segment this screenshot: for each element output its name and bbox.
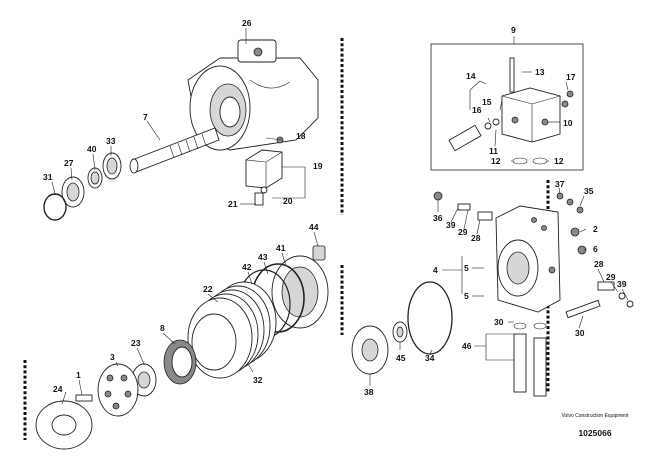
callout-11: 11 — [489, 146, 498, 156]
callout-32: 32 — [253, 375, 263, 385]
callout-45: 46 — [462, 341, 472, 351]
pin — [75, 394, 93, 402]
callout-39b: 39 — [617, 279, 627, 289]
valve-block — [245, 136, 284, 206]
callouts: 26 7 18 33 40 27 31 19 21 20 44 41 43 42… — [43, 18, 627, 397]
gear — [163, 339, 197, 385]
callout-40: 40 — [87, 144, 97, 154]
callout-28b: 28 — [594, 259, 604, 269]
o-ring — [407, 281, 453, 355]
port-plugs — [433, 191, 634, 319]
callout-23: 23 — [131, 338, 141, 348]
valve-plate — [351, 325, 389, 375]
callout-18: 18 — [296, 131, 306, 141]
callout-22: 22 — [203, 284, 213, 294]
callout-31: 31 — [43, 172, 53, 182]
control-valve — [448, 57, 574, 165]
valve-inset-frame — [430, 43, 584, 171]
callout-36: 36 — [433, 213, 443, 223]
shaft — [129, 127, 220, 174]
callout-30: 30 — [575, 328, 585, 338]
callout-19: 19 — [313, 161, 323, 171]
callout-5: 5 — [464, 263, 469, 273]
callout-46: 30 — [494, 317, 504, 327]
leader-lines — [51, 28, 629, 405]
callout-16: 16 — [472, 105, 482, 115]
thrust-washer — [35, 400, 93, 450]
callout-12: 12 — [491, 156, 501, 166]
friction-plates — [187, 281, 277, 379]
callout-7: 7 — [143, 112, 148, 122]
callout-34: 45 — [396, 353, 406, 363]
callout-33: 33 — [106, 136, 116, 146]
callout-5b: 5 — [464, 291, 469, 301]
callout-43: 43 — [258, 252, 268, 262]
callout-42: 42 — [242, 262, 252, 272]
callout-1: 1 — [76, 370, 81, 380]
relief-valves — [513, 322, 547, 397]
ring-set — [237, 255, 329, 339]
port-block — [495, 205, 561, 313]
brand-caption: Volvo Construction Equipment — [561, 413, 629, 419]
bearing — [392, 321, 408, 343]
callout-44: 44 — [309, 222, 319, 232]
callout-41: 41 — [276, 243, 286, 253]
callout-28: 28 — [471, 233, 481, 243]
callout-25: 38 — [364, 387, 374, 397]
callout-6: 6 — [593, 244, 598, 254]
callout-21: 21 — [228, 199, 238, 209]
cylinder-block — [97, 363, 139, 417]
bearing-set — [43, 152, 122, 221]
callout-4: 4 — [433, 265, 438, 275]
callout-10: 10 — [563, 118, 573, 128]
callout-38: 34 — [425, 353, 435, 363]
callout-29: 29 — [458, 227, 468, 237]
callout-27: 27 — [64, 158, 74, 168]
callout-37: 37 — [555, 179, 565, 189]
callout-8: 8 — [160, 323, 165, 333]
callout-29b: 29 — [606, 272, 616, 282]
callout-2: 2 — [593, 224, 598, 234]
callout-17: 17 — [566, 72, 576, 82]
callout-13: 13 — [535, 67, 545, 77]
callout-26: 26 — [242, 18, 252, 28]
plug — [312, 245, 326, 261]
callout-35: 35 — [584, 186, 594, 196]
callout-15: 15 — [482, 97, 492, 107]
callout-20: 20 — [283, 196, 293, 206]
callout-24: 24 — [53, 384, 63, 394]
callout-3: 3 — [110, 352, 115, 362]
callout-39: 39 — [446, 220, 456, 230]
document-number: 1025066 — [578, 428, 612, 438]
callout-12b: 12 — [554, 156, 564, 166]
callout-9: 9 — [511, 25, 516, 35]
callout-14: 14 — [466, 71, 476, 81]
